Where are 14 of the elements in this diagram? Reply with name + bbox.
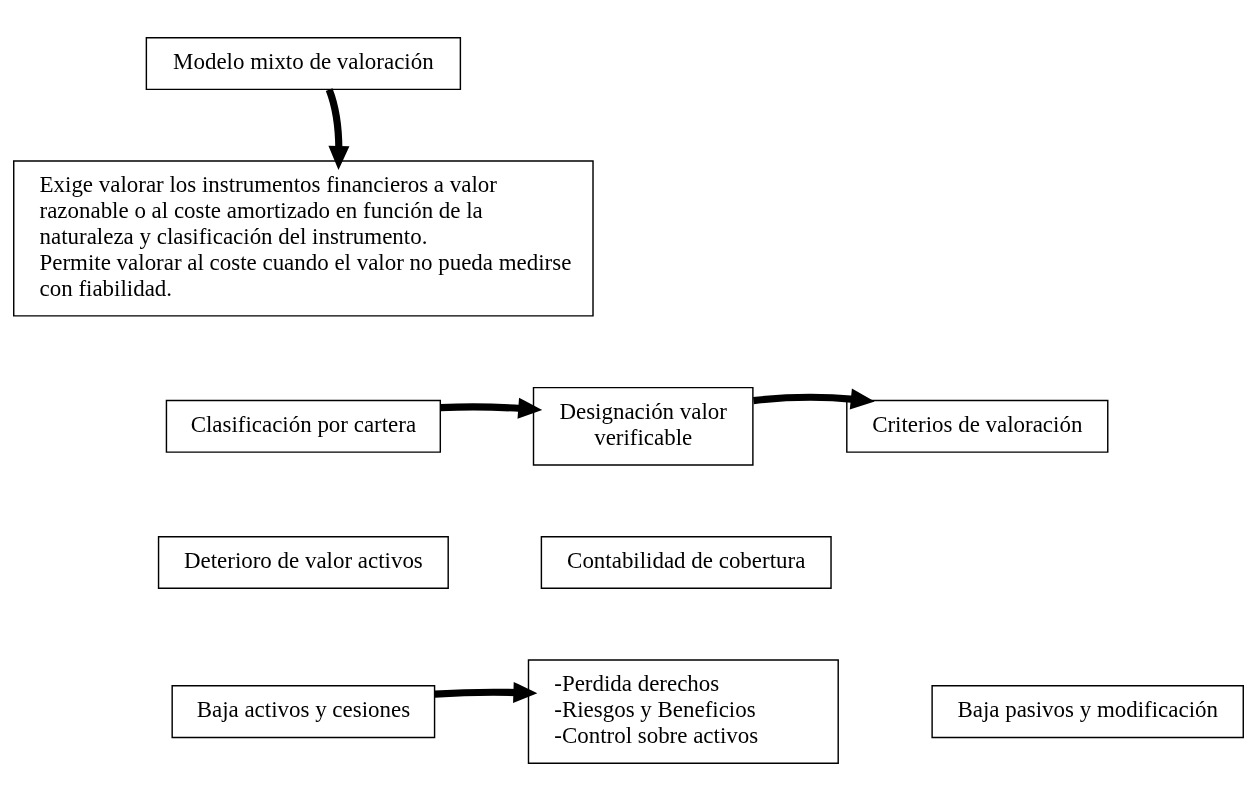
node-box: Criterios de valoración (846, 399, 1109, 453)
node-box: Designación valor verificable (532, 386, 754, 466)
node-box: Contabilidad de cobertura (540, 536, 832, 590)
node-box: Modelo mixto de valoración (145, 37, 462, 91)
node-box: Baja pasivos y modificación (931, 685, 1244, 739)
node-box: Deterioro de valor activos (157, 536, 449, 590)
node-box: Exige valorar los instrumentos financieros a valor razonable o al coste amortizado en función de la naturaleza y clasificación del instrumento. Permite valorar al coste cuando el valor no pueda medirse con fiabilidad. (13, 160, 594, 317)
arrow (753, 388, 875, 410)
node-box: Clasificación por cartera (165, 399, 442, 453)
arrow (440, 397, 543, 419)
node-box: -Perdida derechos -Riesgos y Beneficios -Control sobre activos (527, 659, 839, 764)
arrow (325, 88, 350, 170)
node-box: Baja activos y cesiones (171, 685, 436, 739)
arrow (434, 681, 538, 703)
